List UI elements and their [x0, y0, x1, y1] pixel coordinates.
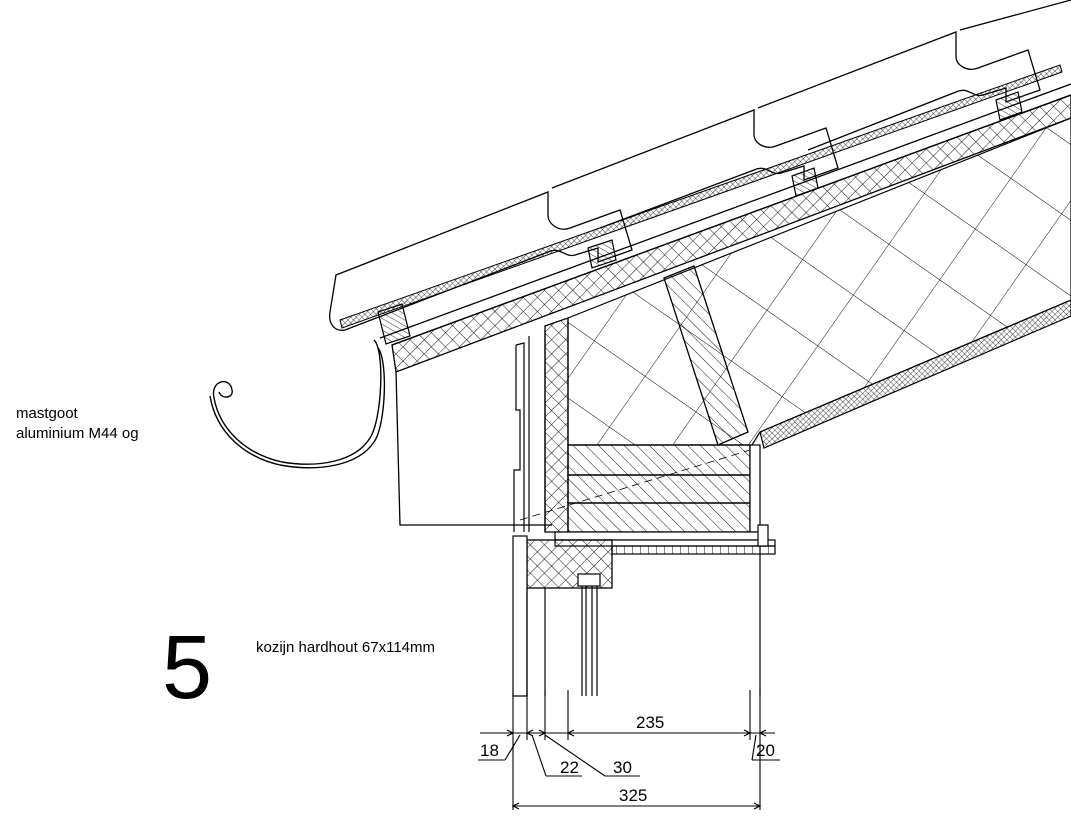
dim-18: 18 [480, 741, 499, 760]
dimension-lines [478, 690, 780, 810]
roof-tiles [329, 0, 1071, 331]
gutter-label-line2: aluminium M44 og [16, 425, 139, 442]
ceiling-lining [759, 299, 1071, 449]
wall-insulation-column [544, 317, 569, 533]
tile-battens [377, 91, 1023, 345]
fascia-board [395, 371, 552, 526]
dim-30: 30 [613, 758, 632, 777]
roof-boarding [379, 83, 1071, 373]
rafter-strut [663, 265, 749, 446]
tile-underlay [339, 64, 1063, 329]
wall-cladding [513, 330, 546, 532]
gutter-label-line1: mastgoot [16, 405, 79, 422]
roof-insulation [567, 117, 1071, 446]
dim-22: 22 [560, 758, 579, 777]
detail-number: 5 [162, 618, 212, 718]
window-frame [512, 535, 761, 697]
dim-325: 325 [619, 786, 647, 805]
dim-20: 20 [756, 741, 775, 760]
frame-label: kozijn hardhout 67x114mm [256, 639, 435, 656]
dim-235: 235 [636, 713, 664, 732]
gutter [209, 339, 386, 469]
